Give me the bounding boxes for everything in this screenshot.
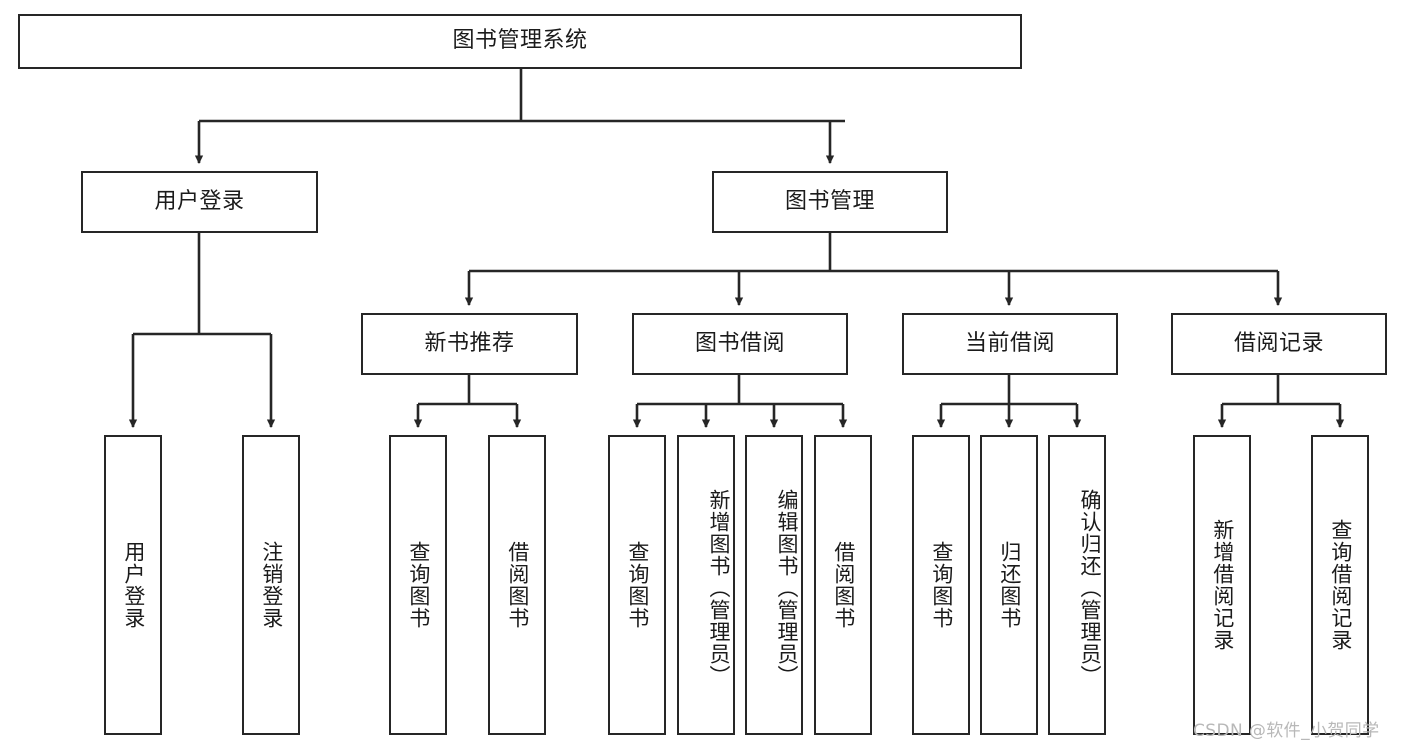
leaf-user-login-1[interactable]: 注销登录 [242,435,300,735]
leaf-book-borrow-2[interactable]: 编辑图书（管理员） [745,435,803,735]
leaf-current-borrow-1[interactable]: 归还图书 [980,435,1038,735]
leaf-book-borrow-0[interactable]: 查询图书 [608,435,666,735]
leaf-borrow-record-0[interactable]: 新增借阅记录 [1193,435,1251,735]
node-root-system[interactable]: 图书管理系统 [18,14,1022,69]
node-borrow-record[interactable]: 借阅记录 [1171,313,1387,375]
node-user-login[interactable]: 用户登录 [81,171,318,233]
csdn-watermark: CSDN @软件_小贺同学 [1193,721,1380,741]
leaf-user-login-0[interactable]: 用户登录 [104,435,162,735]
node-book-management[interactable]: 图书管理 [712,171,948,233]
node-book-borrow[interactable]: 图书借阅 [632,313,848,375]
leaf-new-book-recommend-1[interactable]: 借阅图书 [488,435,546,735]
leaf-new-book-recommend-0[interactable]: 查询图书 [389,435,447,735]
node-current-borrow[interactable]: 当前借阅 [902,313,1118,375]
leaf-book-borrow-1[interactable]: 新增图书（管理员） [677,435,735,735]
leaf-borrow-record-1[interactable]: 查询借阅记录 [1311,435,1369,735]
leaf-current-borrow-0[interactable]: 查询图书 [912,435,970,735]
leaf-book-borrow-3[interactable]: 借阅图书 [814,435,872,735]
node-new-book-recommend[interactable]: 新书推荐 [361,313,578,375]
leaf-current-borrow-2[interactable]: 确认归还（管理员） [1048,435,1106,735]
